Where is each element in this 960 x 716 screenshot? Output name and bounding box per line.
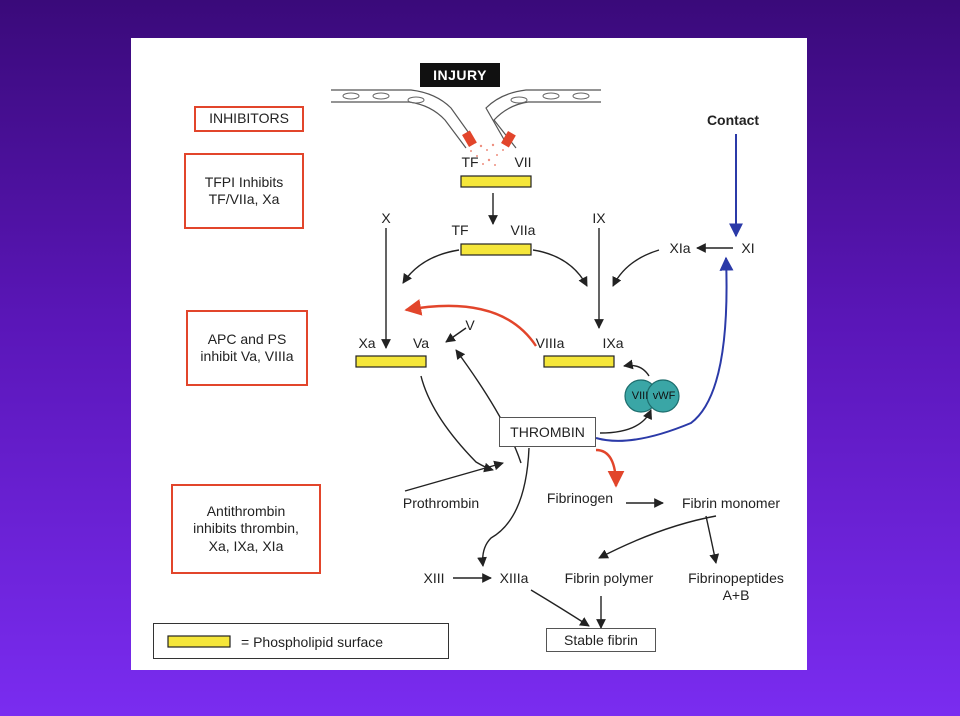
label-xiiia: XIIIa bbox=[499, 570, 529, 586]
label-tf-mid: TF bbox=[451, 222, 469, 238]
phospholipid-bar-tf-vii bbox=[460, 175, 532, 188]
antithrombin-inhibitor-box: Antithrombin inhibits thrombin, Xa, IXa,… bbox=[171, 484, 321, 574]
label-viia: VIIa bbox=[510, 222, 536, 238]
label-x: X bbox=[381, 210, 391, 226]
label-prothrombin: Prothrombin bbox=[402, 495, 480, 511]
label-fibrinopeptides: Fibrinopeptides bbox=[688, 570, 784, 586]
label-vwf: vWF bbox=[652, 390, 676, 402]
vessel-wall bbox=[331, 89, 601, 166]
label-fibrinopeptides-sub: A+B bbox=[722, 587, 750, 603]
label-xi: XI bbox=[741, 240, 755, 256]
viii-vwf-complex bbox=[624, 379, 680, 413]
inhibitors-header: INHIBITORS bbox=[194, 106, 304, 132]
blue-arrows bbox=[595, 134, 743, 442]
label-viii: VIII bbox=[631, 390, 649, 402]
phospholipid-bar-viiia-ixa bbox=[543, 355, 615, 368]
label-xiii: XIII bbox=[423, 570, 445, 586]
label-fibrin-monomer: Fibrin monomer bbox=[681, 495, 781, 511]
label-vii-top: VII bbox=[514, 154, 532, 170]
stable-fibrin-box: Stable fibrin bbox=[546, 628, 656, 652]
phospholipid-bar-xa-va bbox=[355, 355, 427, 368]
red-arrows bbox=[404, 299, 625, 488]
legend-text: = Phospholipid surface bbox=[241, 634, 384, 650]
phospholipid-bars bbox=[167, 175, 615, 648]
label-ix: IX bbox=[592, 210, 606, 226]
label-contact: Contact bbox=[706, 112, 760, 128]
injury-label: INJURY bbox=[420, 63, 500, 87]
label-xia: XIa bbox=[669, 240, 691, 256]
label-tf-top: TF bbox=[461, 154, 479, 170]
label-va: Va bbox=[412, 335, 430, 351]
label-xa: Xa bbox=[358, 335, 376, 351]
label-fibrin-polymer: Fibrin polymer bbox=[564, 570, 654, 586]
legend-box bbox=[153, 623, 449, 659]
thrombin-box: THROMBIN bbox=[499, 417, 596, 447]
label-ixa: IXa bbox=[602, 335, 624, 351]
label-v: V bbox=[465, 317, 475, 333]
phospholipid-bar-tf-viia bbox=[460, 243, 532, 256]
apc-inhibitor-box: APC and PS inhibit Va, VIIIa bbox=[186, 310, 308, 386]
slide-panel: INJURY INHIBITORS TFPI Inhibits TF/VIIa,… bbox=[131, 38, 807, 670]
diagram-wiring bbox=[167, 89, 743, 648]
tfpi-inhibitor-box: TFPI Inhibits TF/VIIa, Xa bbox=[184, 153, 304, 229]
black-arrows bbox=[381, 193, 733, 629]
label-viiia: VIIIa bbox=[535, 335, 565, 351]
label-fibrinogen: Fibrinogen bbox=[546, 490, 614, 506]
legend-swatch bbox=[167, 635, 231, 648]
